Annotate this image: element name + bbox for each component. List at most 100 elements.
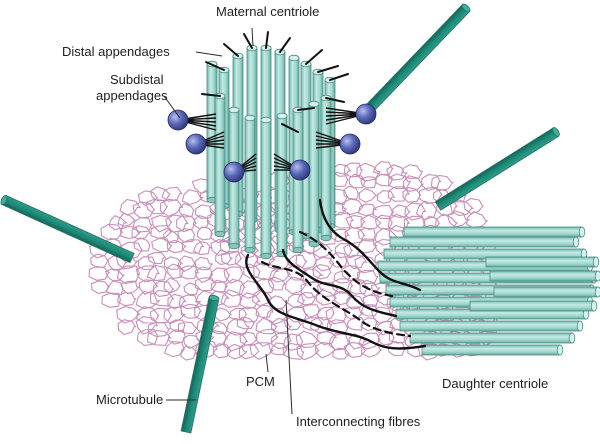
pcm-cell: [374, 227, 399, 246]
pcm-cell: [251, 289, 274, 307]
pcm-cell: [104, 268, 125, 282]
labels: Maternal centriole Distal appendages Sub…: [62, 4, 548, 429]
daughter-tube: [421, 344, 564, 356]
pcm-cell: [357, 269, 379, 285]
pcm-cell: [116, 265, 141, 285]
pcm-cell: [117, 319, 137, 336]
pcm-cell: [430, 174, 454, 192]
pcm-cell: [249, 342, 275, 360]
pcm-cell: [295, 250, 318, 270]
maternal-tube: [244, 114, 256, 254]
pcm-cell: [120, 226, 142, 240]
pcm-cell: [315, 289, 338, 306]
distal-appendage: [243, 33, 253, 49]
fibre-5: [298, 230, 394, 298]
pcm-cell: [295, 330, 320, 348]
pcm-cell: [344, 226, 366, 245]
pcm-cell: [345, 254, 368, 270]
pcm-cell: [90, 253, 109, 268]
pcm-cell: [255, 304, 275, 319]
daughter-tube: [485, 256, 600, 268]
label-maternal-centriole: Maternal centriole: [216, 4, 319, 19]
pcm-cell: [283, 316, 303, 331]
distal-appendage: [279, 37, 291, 53]
label-distal-appendages: Distal appendages: [62, 44, 170, 59]
pcm-cell: [463, 198, 484, 215]
pcm-cell: [120, 280, 141, 295]
pcm-cell: [402, 175, 425, 192]
pcm-cell: [361, 341, 383, 358]
label-daughter-centriole: Daughter centriole: [442, 376, 548, 391]
pcm-cell: [301, 304, 322, 318]
label-subdistal-appendages-1: Subdistal: [110, 72, 164, 87]
subdistal-appendage: [325, 103, 377, 125]
pcm-cell: [144, 199, 169, 215]
pcm-cell: [177, 228, 196, 243]
pcm-cell: [372, 161, 394, 176]
fibre-3: [318, 198, 422, 292]
pcm-cell: [146, 264, 168, 282]
pcm-cell: [418, 187, 443, 205]
pcm-cell: [180, 303, 203, 319]
pcm-cell: [400, 164, 424, 179]
distal-appendage: [297, 107, 315, 111]
pcm-cell: [360, 176, 378, 189]
subdistal-appendage: [315, 131, 361, 155]
pcm-cell: [160, 198, 184, 217]
pcm-cell: [356, 238, 378, 254]
distal-appendage: [329, 73, 349, 81]
pcm-cell: [375, 173, 393, 187]
label-interconnecting-fibres: Interconnecting fibres: [296, 414, 421, 429]
pcm-cell: [343, 185, 360, 200]
pcm-cell: [315, 256, 335, 272]
pcm-cell: [420, 174, 442, 192]
distal-appendage: [305, 49, 323, 65]
distal-appendage: [201, 93, 221, 97]
microtubules: [0, 3, 560, 434]
daughter-tube: [489, 270, 600, 282]
pcm-cell: [194, 256, 214, 271]
pcm-cell: [223, 266, 244, 284]
pcm-cell: [135, 306, 160, 324]
pcm-cell: [90, 280, 111, 294]
pcm-cell: [133, 237, 151, 252]
daughter-tube: [403, 226, 586, 238]
pcm-cell: [182, 334, 203, 350]
pcm-cell: [270, 317, 293, 334]
pcm-cell: [283, 333, 304, 351]
pcm-cell: [346, 294, 366, 310]
pcm-cell: [194, 277, 217, 292]
distal-appendage: [281, 123, 299, 133]
microtubule-3: [0, 194, 135, 264]
pcm-cell: [119, 241, 144, 260]
pcm-cell: [314, 341, 337, 359]
microtubule-2: [434, 127, 560, 211]
fibre-2: [281, 248, 398, 318]
maternal-centriole: [167, 31, 377, 260]
subdistal-appendage: [223, 153, 257, 183]
pcm-cell: [296, 342, 321, 361]
pcm-cell: [236, 316, 256, 330]
pcm-cell: [374, 214, 394, 230]
pcm-cell: [132, 201, 156, 219]
daughter-tube: [389, 236, 580, 248]
fibre-1: [245, 253, 427, 350]
label-pcm: PCM: [246, 374, 275, 389]
distal-appendage: [205, 61, 225, 71]
pcm-cell: [282, 342, 305, 360]
pcm-cell: [177, 321, 198, 334]
pcm-cell: [166, 263, 186, 279]
pcm-cell: [357, 227, 376, 242]
pcm-cell: [163, 277, 182, 294]
pcm-cell: [107, 255, 128, 271]
pcm-cell: [360, 317, 379, 331]
pcm-cell: [343, 341, 367, 358]
pcm-cell: [387, 173, 412, 190]
pcm-cell: [136, 328, 159, 347]
distal-appendage: [265, 31, 269, 49]
maternal-tube: [308, 100, 320, 248]
pcm-cell: [269, 342, 289, 356]
pcm-cell: [192, 241, 212, 256]
pcm-cell: [267, 255, 290, 271]
